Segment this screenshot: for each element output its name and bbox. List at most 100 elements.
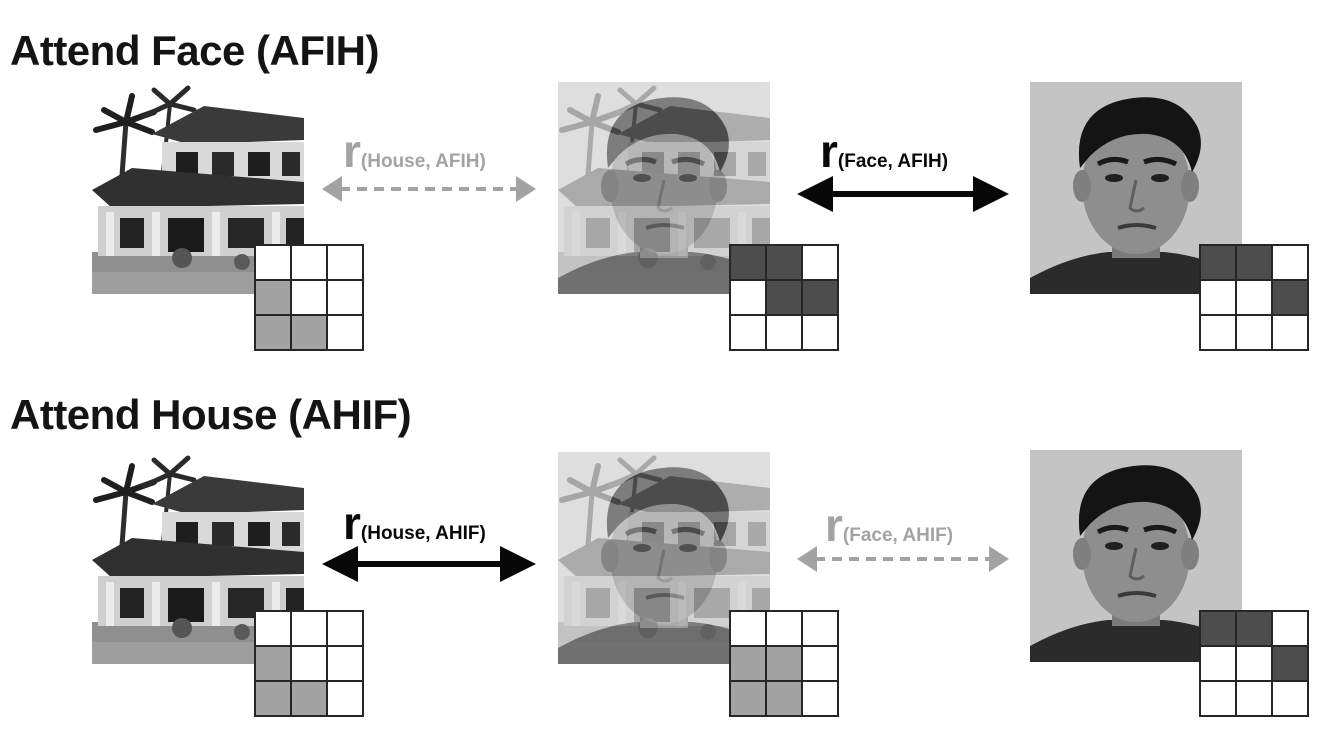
grid-cell-empty — [801, 645, 839, 682]
grid-cell-empty — [801, 314, 839, 351]
grid-row — [254, 314, 364, 351]
r-symbol: r — [820, 125, 838, 177]
grid-cell-empty — [801, 610, 839, 647]
grid-row — [254, 244, 364, 281]
grid-cell-light — [254, 645, 292, 682]
face-ahif-correlation-label: r(Face, AHIF) — [825, 502, 953, 548]
grid-cell-empty — [1235, 314, 1273, 351]
arrowhead-right — [973, 176, 1009, 212]
grid-cell-empty — [801, 244, 839, 281]
grid-cell-light — [290, 680, 328, 717]
grid-cell-dark — [729, 244, 767, 281]
grid-cell-dark — [1271, 279, 1309, 316]
arrowhead-right — [516, 176, 536, 202]
grid-row — [254, 610, 364, 647]
grid-row — [254, 680, 364, 717]
house-pattern-grid-afih — [254, 244, 364, 351]
grid-cell-dark — [765, 279, 803, 316]
double-arrow-shape — [322, 176, 536, 202]
grid-cell-empty — [1199, 645, 1237, 682]
grid-cell-light — [765, 680, 803, 717]
grid-cell-empty — [290, 610, 328, 647]
grid-row — [729, 645, 839, 682]
arrowhead-right — [500, 546, 536, 582]
grid-cell-dark — [1235, 610, 1273, 647]
grid-cell-empty — [1199, 314, 1237, 351]
double-arrow-shape — [797, 546, 1009, 572]
face-ahif-arrow — [797, 546, 1009, 572]
face-afih-arrow — [797, 176, 1009, 212]
grid-cell-empty — [290, 645, 328, 682]
grid-cell-dark — [765, 244, 803, 281]
grid-cell-empty — [290, 279, 328, 316]
grid-row — [1199, 244, 1309, 281]
grid-cell-empty — [765, 314, 803, 351]
grid-cell-empty — [765, 610, 803, 647]
relation-subscript: (House, AHIF) — [360, 523, 486, 544]
grid-row — [729, 680, 839, 717]
grid-cell-light — [765, 645, 803, 682]
relation-subscript: (Face, AHIF) — [842, 525, 954, 546]
arrowhead-left — [797, 546, 817, 572]
grid-row — [254, 279, 364, 316]
grid-row — [1199, 680, 1309, 717]
grid-cell-dark — [1199, 610, 1237, 647]
blend-pattern-grid-afih — [729, 244, 839, 351]
relation-subscript: (Face, AFIH) — [837, 151, 949, 172]
grid-cell-empty — [1199, 279, 1237, 316]
double-arrow-shape — [322, 546, 536, 582]
grid-row — [1199, 645, 1309, 682]
grid-cell-light — [254, 314, 292, 351]
grid-cell-empty — [326, 645, 364, 682]
grid-row — [729, 279, 839, 316]
face-pattern-grid-afih — [1199, 244, 1309, 351]
grid-cell-light — [729, 680, 767, 717]
face-afih-correlation-label: r(Face, AFIH) — [820, 128, 948, 174]
blend-pattern-grid-ahif — [729, 610, 839, 717]
arrowhead-left — [797, 176, 833, 212]
relation-subscript: (House, AFIH) — [360, 151, 486, 172]
grid-cell-light — [254, 279, 292, 316]
grid-cell-empty — [1199, 680, 1237, 717]
grid-cell-empty — [326, 610, 364, 647]
grid-cell-dark — [1235, 244, 1273, 281]
house-ahif-correlation-label: r(House, AHIF) — [343, 500, 486, 546]
grid-row — [729, 314, 839, 351]
grid-cell-light — [254, 680, 292, 717]
grid-cell-empty — [1235, 680, 1273, 717]
grid-cell-empty — [729, 610, 767, 647]
house-afih-arrow — [322, 176, 536, 202]
grid-row — [254, 645, 364, 682]
grid-cell-empty — [1271, 680, 1309, 717]
grid-row — [729, 244, 839, 281]
grid-cell-empty — [1271, 610, 1309, 647]
grid-cell-empty — [326, 244, 364, 281]
grid-row — [729, 610, 839, 647]
double-arrow-shape — [797, 176, 1009, 212]
arrowhead-left — [322, 546, 358, 582]
attend-face-title: Attend Face (AFIH) — [10, 27, 380, 74]
grid-cell-dark — [1199, 244, 1237, 281]
grid-cell-empty — [326, 314, 364, 351]
grid-cell-empty — [1271, 314, 1309, 351]
r-symbol: r — [343, 497, 361, 549]
grid-cell-empty — [254, 244, 292, 281]
grid-cell-dark — [1271, 645, 1309, 682]
grid-cell-empty — [1235, 645, 1273, 682]
house-afih-correlation-label: r(House, AFIH) — [343, 128, 486, 174]
grid-cell-empty — [1235, 279, 1273, 316]
attend-house-title: Attend House (AHIF) — [10, 391, 412, 438]
grid-cell-empty — [326, 279, 364, 316]
face-pattern-grid-ahif — [1199, 610, 1309, 717]
r-symbol: r — [825, 499, 843, 551]
house-pattern-grid-ahif — [254, 610, 364, 717]
house-ahif-arrow — [322, 546, 536, 582]
grid-cell-light — [290, 314, 328, 351]
arrowhead-right — [989, 546, 1009, 572]
grid-cell-dark — [801, 279, 839, 316]
grid-cell-empty — [254, 610, 292, 647]
grid-cell-empty — [326, 680, 364, 717]
arrowhead-left — [322, 176, 342, 202]
grid-cell-empty — [801, 680, 839, 717]
grid-row — [1199, 314, 1309, 351]
